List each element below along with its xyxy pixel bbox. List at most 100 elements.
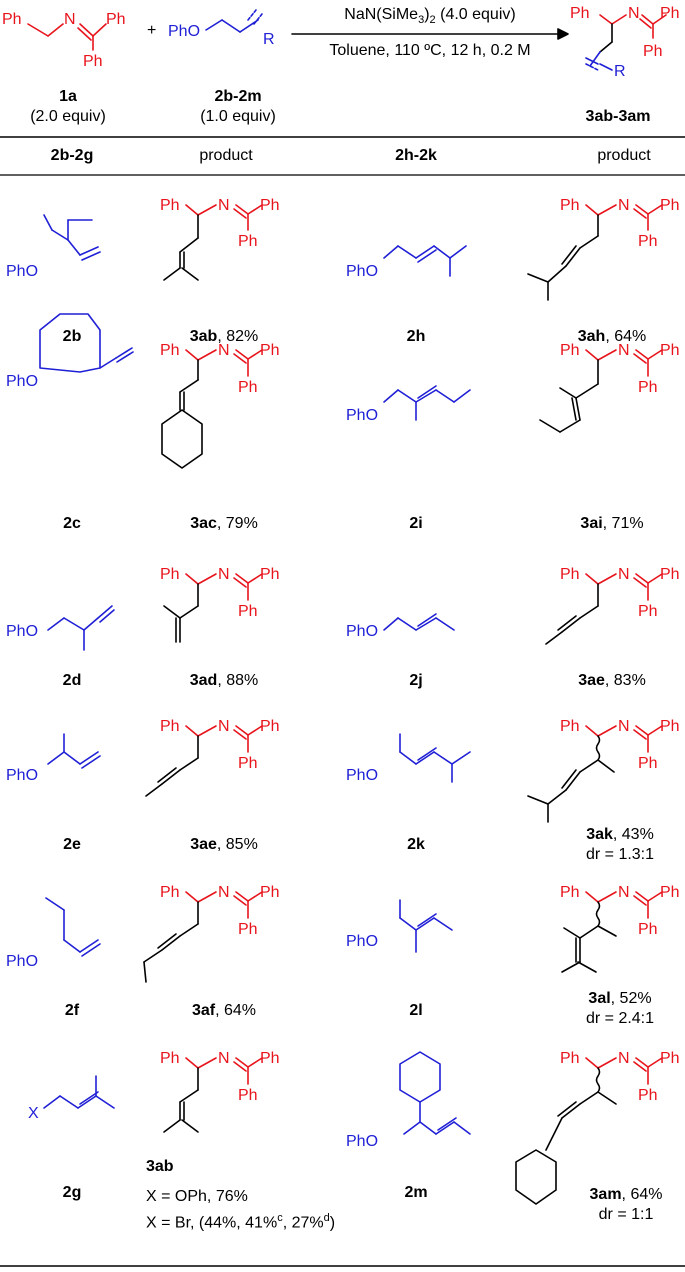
yield-note: X = Br, (44%, 41%c, 27%d) <box>146 1212 336 1232</box>
pho-label: PhO <box>346 263 378 280</box>
structure-2k <box>399 733 471 783</box>
substrate-label: 2l <box>409 1002 423 1019</box>
ph-label: Ph <box>638 921 658 938</box>
substrate-label: 2d <box>62 672 82 689</box>
ph-label: Ph <box>260 718 280 735</box>
ph-label: Ph <box>560 1050 580 1067</box>
structure-1a <box>27 23 107 51</box>
r-label: R <box>614 63 626 80</box>
table-rules <box>0 136 685 1267</box>
reactant2-id: 2b-2m <box>214 88 262 105</box>
pho-label: PhO <box>346 767 378 784</box>
structure-3ae <box>145 725 263 797</box>
ph-label: Ph <box>238 233 258 250</box>
structure-2g <box>43 1075 115 1109</box>
ph-label: Ph <box>570 5 590 22</box>
header-substrate-right: 2h-2k <box>395 147 437 164</box>
ph-label: Ph <box>106 11 126 28</box>
ph-label: Ph <box>560 884 580 901</box>
ph-label: Ph <box>238 379 258 396</box>
structure-1a-labels: Ph N Ph Ph <box>2 11 126 70</box>
substrate-label: 2e <box>63 836 81 853</box>
n-label: N <box>218 884 230 901</box>
structure-3ak <box>527 725 663 823</box>
structure-2-generic <box>205 9 263 33</box>
pho-label: PhO <box>6 767 38 784</box>
product-yield: 3ai, 71% <box>580 515 644 532</box>
plus-sign: + <box>147 22 157 39</box>
structure-atom-labels: PhO Ph N Ph Ph PhO Ph N Ph Ph PhO Ph N P… <box>6 197 680 1150</box>
structure-product-generic <box>585 14 667 71</box>
ph-label: Ph <box>660 197 680 214</box>
yield-note: X = OPh, 76% <box>146 1188 248 1205</box>
substrate-label: 2c <box>63 515 81 532</box>
product-id: 3ab-3am <box>585 108 651 125</box>
product-yield: 3al, 52% <box>588 990 652 1007</box>
product-yield: 3ab, 82% <box>189 328 259 345</box>
substrate-label: 2b <box>62 328 82 345</box>
condition-solvent: Toluene, 110 ºC, 12 h, 0.2 M <box>329 42 531 59</box>
structure-2j <box>383 613 455 631</box>
header-substrate-left: 2b-2g <box>50 147 94 164</box>
pho-label: PhO <box>6 263 38 280</box>
dr-value: dr = 2.4:1 <box>585 1010 655 1027</box>
structure-2b <box>43 214 101 261</box>
ph-label: Ph <box>260 342 280 359</box>
ph-label: Ph <box>83 53 103 70</box>
ph-label: Ph <box>260 884 280 901</box>
reactant2-equiv: (1.0 equiv) <box>200 108 276 125</box>
ph-label: Ph <box>560 566 580 583</box>
product-label: 3ab <box>146 1158 174 1175</box>
ph-label: Ph <box>638 755 658 772</box>
pho-label: PhO <box>6 373 38 390</box>
ph-label: Ph <box>160 342 180 359</box>
product-yield: 3am, 64% <box>589 1186 663 1203</box>
reactant1-equiv: (2.0 equiv) <box>30 108 106 125</box>
structure-3ab <box>163 204 263 281</box>
substrate-label: 2g <box>62 1184 82 1201</box>
ph-label: Ph <box>160 718 180 735</box>
substrate-label: 2j <box>409 672 423 689</box>
structure-3ac <box>161 349 263 469</box>
n-label: N <box>618 884 630 901</box>
x-label: X <box>28 1105 39 1122</box>
n-label: N <box>218 566 230 583</box>
ph-label: Ph <box>660 884 680 901</box>
structure-3ae <box>545 573 663 645</box>
ph-label: Ph <box>638 603 658 620</box>
pho-label: PhO <box>6 623 38 640</box>
substrate-label: 2f <box>64 1002 80 1019</box>
ph-label: Ph <box>638 233 658 250</box>
reaction-arrow <box>291 28 569 40</box>
structure-2l <box>399 899 453 953</box>
pho-label: PhO <box>346 1133 378 1150</box>
ph-label: Ph <box>643 43 663 60</box>
product-yield: 3ac, 79% <box>190 515 258 532</box>
ph-label: Ph <box>238 603 258 620</box>
product-yield: 3af, 64% <box>191 1002 257 1019</box>
product-yield: 3ae, 83% <box>578 672 646 689</box>
ph-label: Ph <box>638 379 658 396</box>
ph-label: Ph <box>260 1050 280 1067</box>
ph-label: Ph <box>160 884 180 901</box>
ph-label: Ph <box>560 197 580 214</box>
ph-label: Ph <box>660 718 680 735</box>
structure-2d <box>47 605 115 651</box>
header-product-right: product <box>597 147 651 164</box>
r-label: R <box>263 31 275 48</box>
structure-3af <box>143 891 263 983</box>
pho-label: PhO <box>168 23 200 40</box>
ph-label: Ph <box>238 1087 258 1104</box>
ph-label: Ph <box>660 1050 680 1067</box>
ph-label: Ph <box>660 5 680 22</box>
condition-reagent: NaN(SiMe3)2 (4.0 equiv) <box>344 6 516 27</box>
n-label: N <box>618 1050 630 1067</box>
structure-2i <box>383 385 471 421</box>
substrate-label: 2k <box>407 836 425 853</box>
structure-2h <box>383 245 467 277</box>
product-yield: 3ae, 85% <box>190 836 258 853</box>
reactant1-id: 1a <box>59 88 77 105</box>
structure-2c <box>39 313 134 373</box>
pho-label: PhO <box>346 407 378 424</box>
ph-label: Ph <box>660 566 680 583</box>
